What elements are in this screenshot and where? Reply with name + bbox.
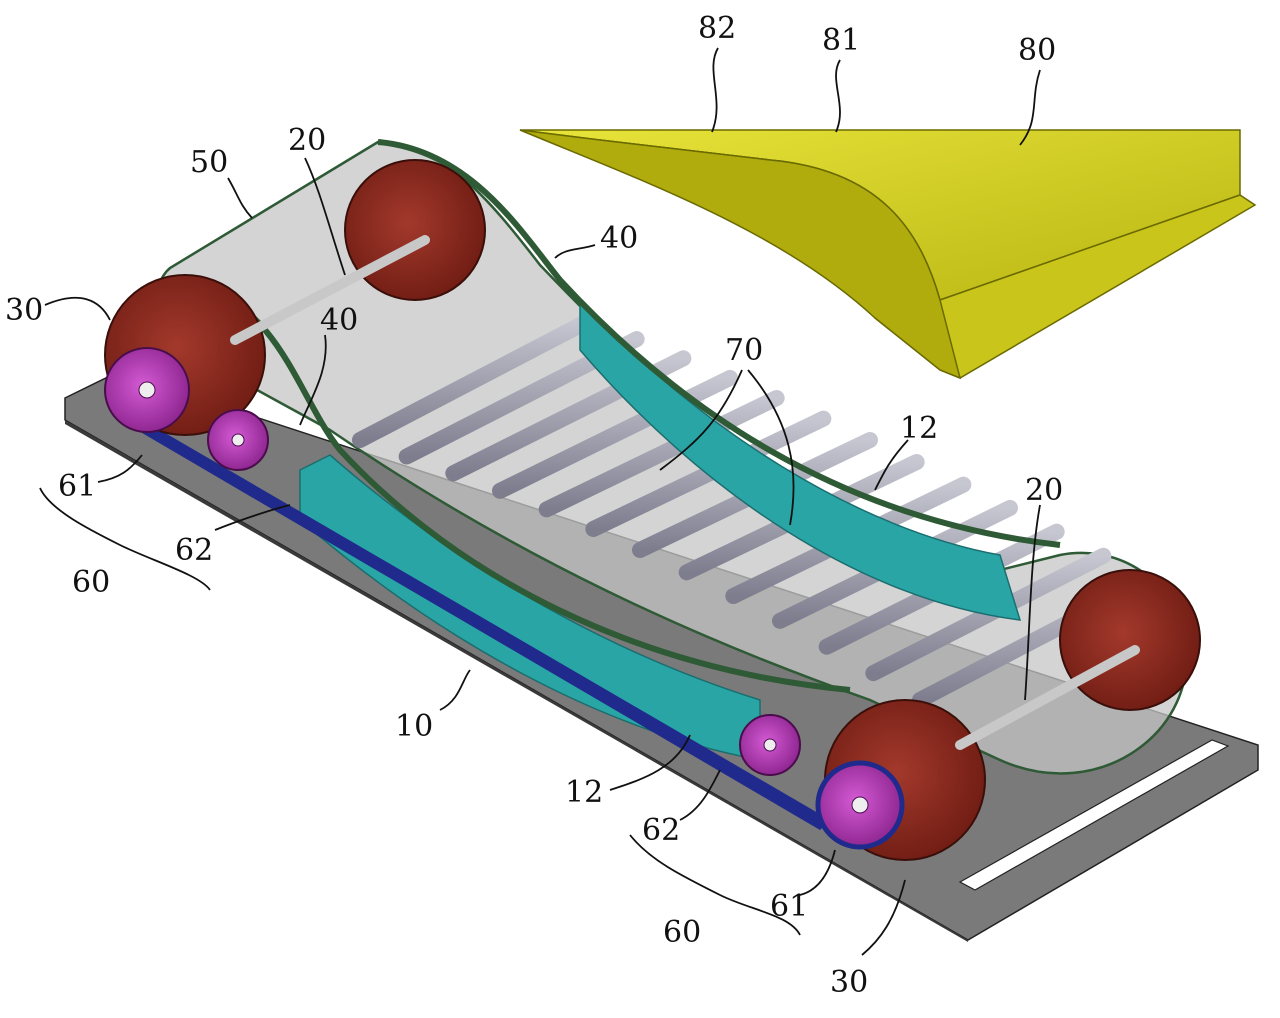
shaft-left	[230, 235, 430, 345]
leader-81	[835, 59, 841, 133]
label-30a: 30	[5, 293, 43, 328]
label-20b: 20	[1025, 473, 1063, 508]
cover-side	[519, 129, 962, 380]
pulley-62-left-hub	[231, 433, 245, 447]
bracket-60b	[629, 834, 801, 936]
drive-belt-left	[120, 400, 830, 830]
leader-50	[227, 177, 253, 219]
leader-80	[1019, 69, 1041, 146]
bracket-60a	[39, 487, 211, 591]
leader-61b	[799, 849, 836, 896]
leader-12a	[874, 439, 909, 491]
roller	[352, 312, 598, 448]
leader-40b	[299, 334, 327, 426]
frame-inner-opening	[958, 739, 1230, 891]
leader-62b	[679, 769, 721, 821]
label-62a: 62	[175, 533, 213, 568]
label-61a: 61	[58, 469, 96, 504]
label-20a: 20	[288, 123, 326, 158]
frame-front-face	[65, 420, 968, 942]
label-81: 81	[822, 23, 860, 58]
leader-82	[711, 47, 719, 133]
label-61b: 61	[770, 889, 808, 924]
leader-61a	[97, 454, 143, 483]
label-12b: 12	[565, 775, 603, 810]
pulley-61-left-hub	[138, 381, 156, 399]
label-60b: 60	[663, 915, 701, 950]
belt-edge-near	[204, 287, 851, 693]
pulley-61-right-hub	[851, 796, 869, 814]
label-80: 80	[1018, 33, 1056, 68]
sprocket-left-rear	[344, 159, 486, 301]
leader-10	[439, 669, 471, 711]
leader-20a	[304, 157, 346, 276]
sprocket-right-rear	[1059, 569, 1201, 711]
label-12a: 12	[900, 411, 938, 446]
roller	[538, 390, 785, 518]
leader-lines	[39, 47, 1041, 956]
label-10: 10	[395, 709, 433, 744]
label-40b: 40	[320, 303, 358, 338]
leader-70b	[747, 369, 795, 526]
leader-30a	[44, 296, 111, 321]
leader-62a	[214, 504, 291, 531]
label-30b: 30	[830, 965, 868, 1000]
label-70: 70	[725, 333, 763, 368]
label-82: 82	[698, 11, 736, 46]
label-62b: 62	[642, 813, 680, 848]
leader-12b	[609, 734, 691, 791]
reference-numerals: 82 81 80 50 20 40 30 40 70 12 20 61 62 6…	[5, 11, 1063, 1000]
leader-70a	[659, 369, 743, 471]
label-40a: 40	[600, 221, 638, 256]
belt-edge-far	[377, 139, 1061, 548]
leader-40a	[554, 244, 596, 259]
label-50: 50	[190, 145, 228, 180]
shaft-right	[955, 645, 1140, 750]
label-60a: 60	[72, 565, 110, 600]
leader-30b	[861, 879, 906, 956]
pulley-62-right-hub	[763, 738, 777, 752]
leader-20b	[1024, 504, 1041, 701]
cover-80	[519, 129, 1257, 380]
